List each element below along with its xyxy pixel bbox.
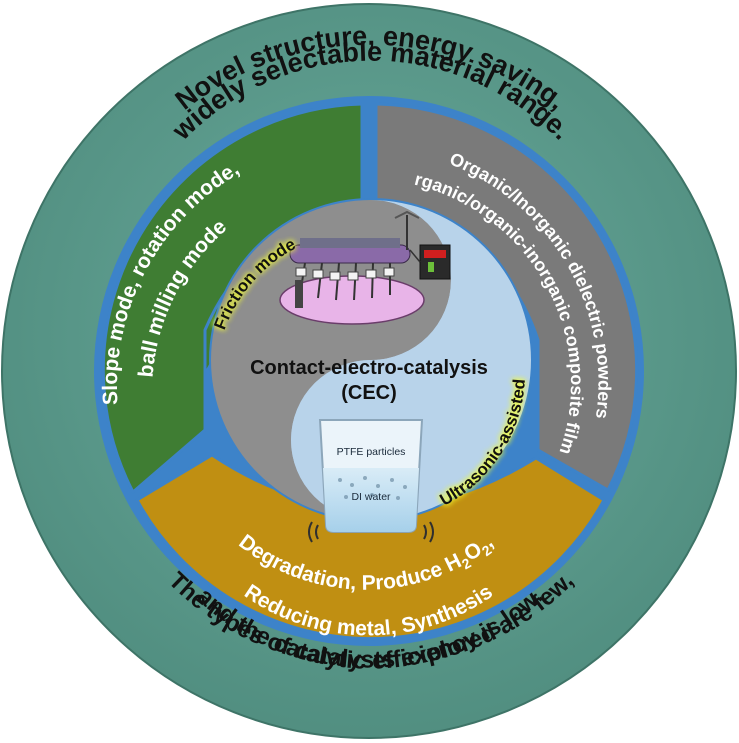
friction-apparatus-illustration (279, 210, 451, 325)
beaker-label-ptfe: PTFE particles (337, 446, 406, 458)
beaker-illustration: PTFE particles DI water (308, 419, 434, 543)
center-title-line2: (CEC) (341, 382, 397, 404)
beaker-label-water: DI water (351, 491, 391, 503)
center-title-line1: Contact-electro-catalysis (250, 357, 488, 379)
